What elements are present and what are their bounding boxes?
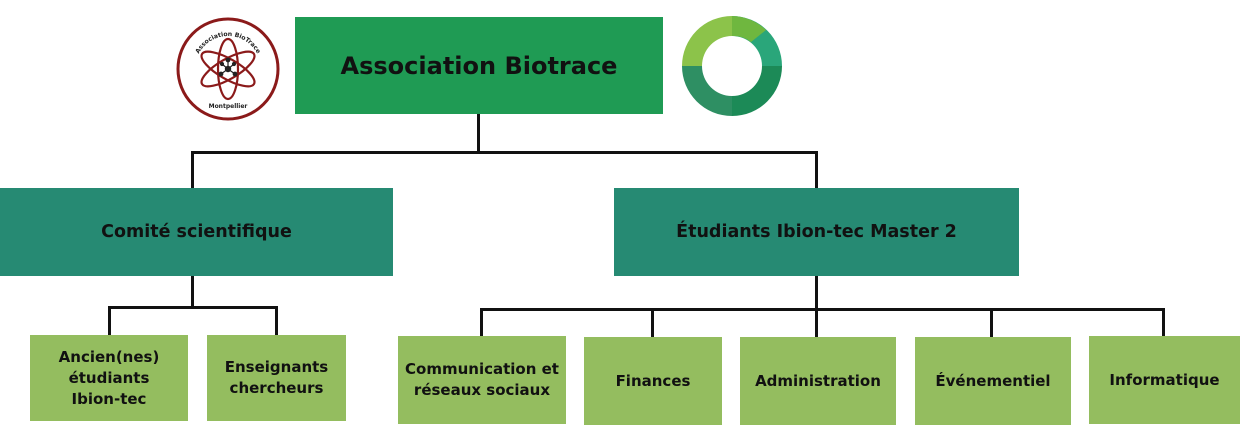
connector-etudiants-down [815,275,818,310]
connector-to-etudiants [815,151,818,189]
leaf-informatique: Informatique [1089,336,1240,424]
connector-to-administration [815,308,818,338]
connector-to-finances [651,308,654,338]
connector-to-communication [480,308,483,338]
group-etudiants-ibion-tec: Étudiants Ibion-tec Master 2 [614,188,1019,276]
association-biotrace-logo: Association BioTrace Montpellier [176,17,280,121]
leaf-communication: Communication et réseaux sociaux [398,336,566,424]
connector-to-informatique [1162,308,1165,338]
connector-to-comite [191,151,194,189]
root-node-label: Association Biotrace [340,51,618,80]
leaf-finances-label: Finances [615,371,691,390]
leaf-administration: Administration [740,337,896,425]
group-comite-label: Comité scientifique [101,222,292,242]
connector-to-enseignants [275,306,278,336]
leaf-enseignants-chercheurs: Enseignants chercheurs [207,335,346,421]
group-comite-scientifique: Comité scientifique [0,188,393,276]
leaf-anciens-etudiants: Ancien(nes) étudiants Ibion-tec [30,335,188,421]
leaf-enseignants-label: Enseignants chercheurs [224,358,329,397]
leaf-communication-label: Communication et réseaux sociaux [405,360,559,399]
leaf-anciens-label: Ancien(nes) étudiants Ibion-tec [58,347,160,408]
connector-to-anciens [108,306,111,336]
connector-etudiants-horizontal [480,308,1165,311]
connector-root-horizontal [191,151,818,154]
connector-comite-horizontal [108,306,278,309]
root-node-association-biotrace: Association Biotrace [295,17,663,114]
leaf-evenementiel-label: Événementiel [935,371,1051,390]
connector-to-evenementiel [990,308,993,338]
leaf-informatique-label: Informatique [1109,370,1220,389]
leaf-finances: Finances [584,337,722,425]
connector-comite-down [191,275,194,308]
atom-molecule-icon [200,37,256,101]
connector-root-down [477,113,480,153]
green-swirl-ring-icon [682,16,782,116]
group-etudiants-label: Étudiants Ibion-tec Master 2 [676,222,957,242]
leaf-evenementiel: Événementiel [915,337,1071,425]
leaf-administration-label: Administration [755,371,881,390]
logo-bottom-text: Montpellier [209,103,248,110]
